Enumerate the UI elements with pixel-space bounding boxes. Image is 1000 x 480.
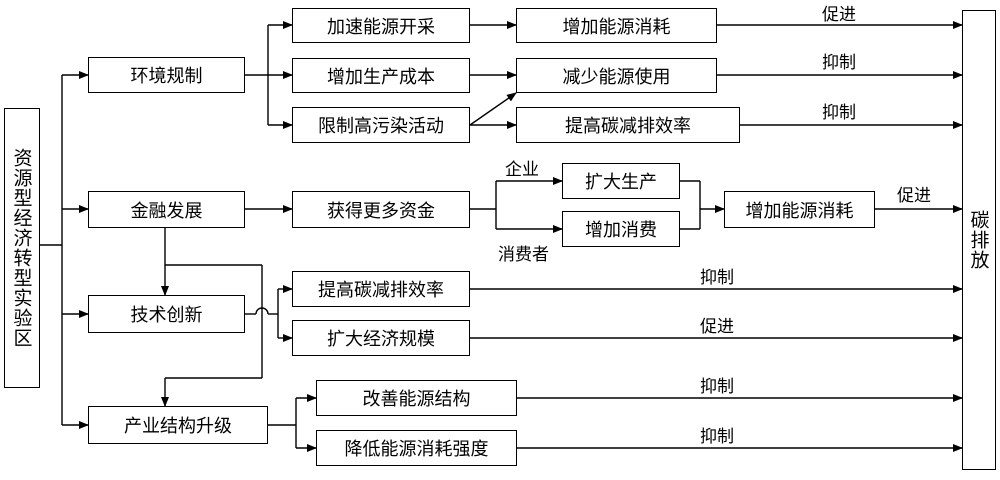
industrial-upgrading-box: 产业结构升级 [88,406,268,444]
obtain-funds-box: 获得更多资金 [292,191,470,228]
line-crossing-hop [255,307,269,315]
accelerate-extraction-box: 加速能源开采 [292,8,470,43]
increase-consumption-box-1: 增加能源消耗 [516,8,717,43]
financial-development-box: 金融发展 [88,191,245,228]
arrow-restrict-usedown [469,92,517,126]
tech-innovation-box: 技术创新 [88,295,245,333]
effect-label-inhibit-4: 抑制 [700,377,734,397]
enterprise-label: 企业 [505,160,539,180]
restrict-pollution-box: 限制高污染活动 [292,107,470,143]
expand-economy-box: 扩大经济规模 [292,320,470,356]
source-box: 资源型经济转型实验区 [4,108,40,388]
reduce-energy-use-box: 减少能源使用 [516,58,717,93]
effect-label-inhibit-1: 抑制 [822,53,856,73]
increase-consumption-spending-box: 增加消费 [562,211,680,247]
effect-label-promote-1: 促进 [822,5,856,25]
consumer-label: 消费者 [498,245,549,265]
effect-label-promote-2: 促进 [897,186,931,206]
reduce-energy-intensity-box: 降低能源消耗强度 [316,430,517,466]
effect-label-inhibit-5: 抑制 [700,427,734,447]
effect-label-inhibit-2: 抑制 [822,103,856,123]
effect-label-inhibit-3: 抑制 [700,268,734,288]
env-regulation-box: 环境规制 [88,57,245,93]
increase-consumption-box-2: 增加能源消耗 [724,191,875,228]
expand-production-box: 扩大生产 [562,163,680,199]
increase-cost-box: 增加生产成本 [292,58,470,93]
improve-efficiency-box-1: 提高碳减排效率 [516,107,740,143]
effect-label-promote-3: 促进 [700,317,734,337]
carbon-emission-box: 碳排放 [962,10,996,470]
improve-efficiency-box-2: 提高碳减排效率 [292,271,470,307]
improve-energy-structure-box: 改善能源结构 [316,380,517,416]
